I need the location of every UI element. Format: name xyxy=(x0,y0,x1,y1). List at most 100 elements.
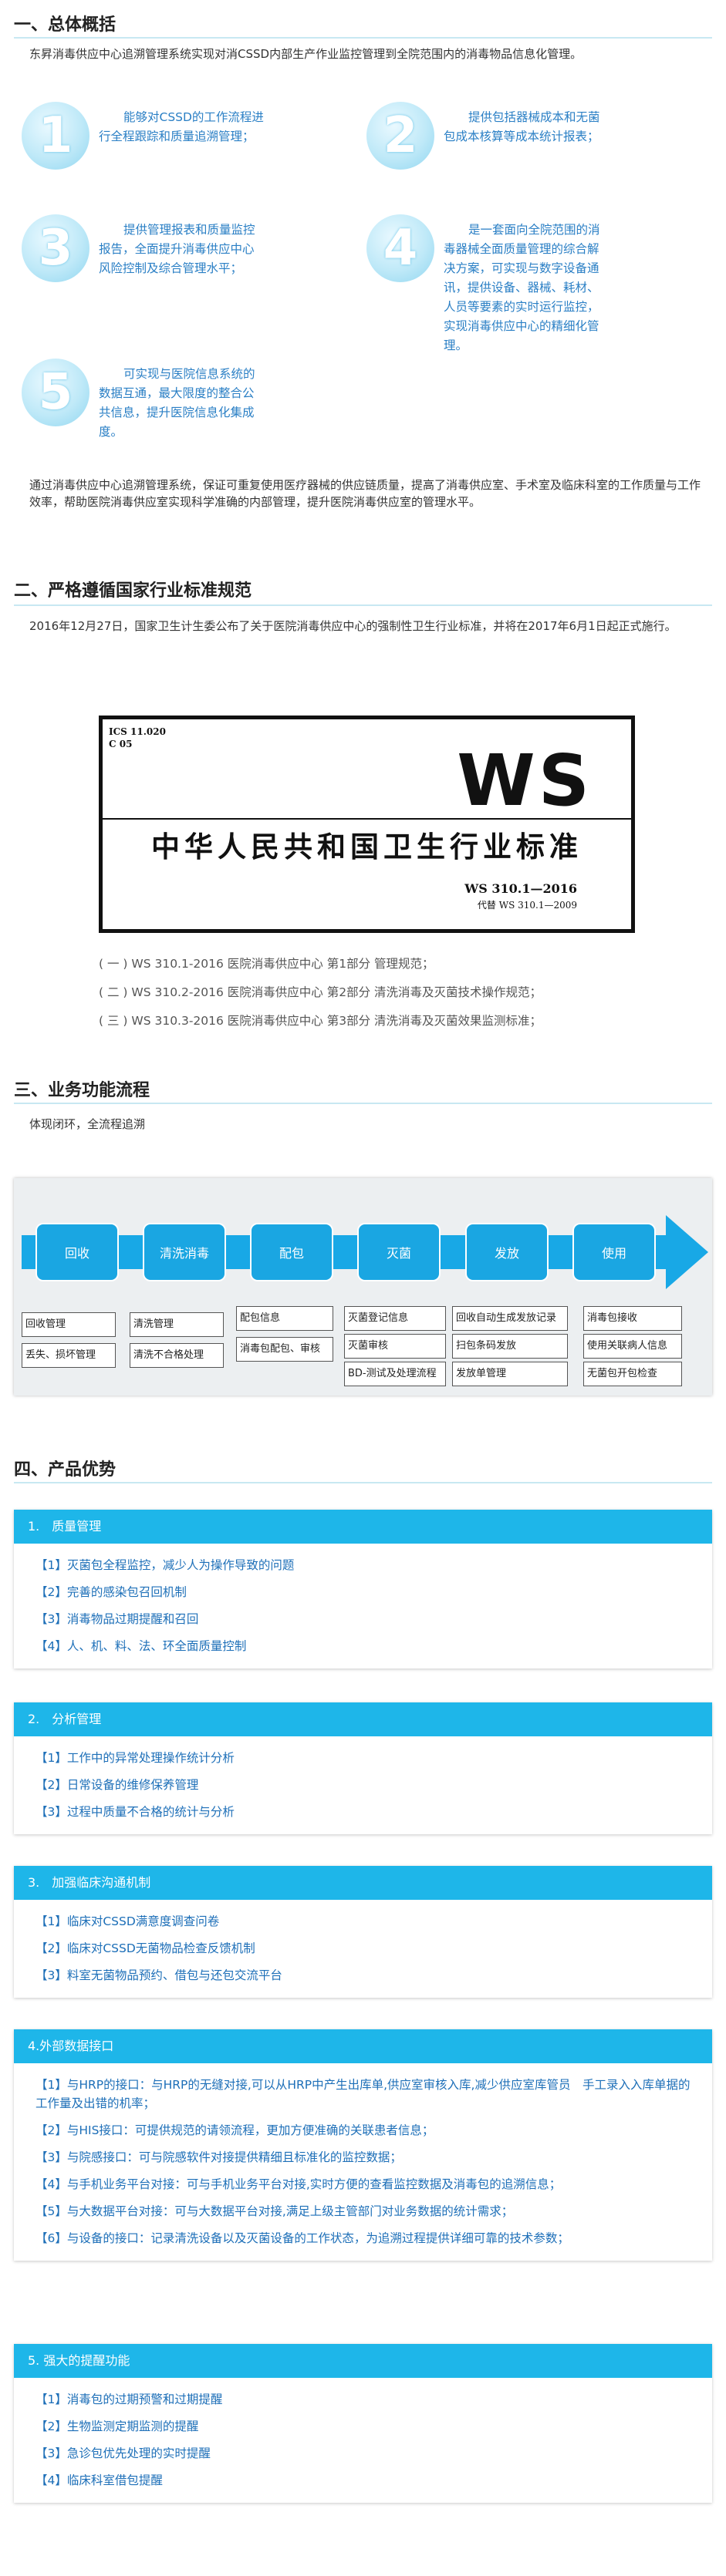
feature-4-text: 是一套面向全院范围的消毒器械全面质量管理的综合解决方案，可实现与数字设备通讯，提… xyxy=(444,223,600,352)
card-body: 【1】临床对CSSD满意度调查问卷 【2】临床对CSSD无菌物品检查反馈机制 【… xyxy=(14,1900,712,1998)
stage-cleaning: 清洗消毒 xyxy=(143,1223,226,1281)
stage-sterilize: 灭菌 xyxy=(357,1223,441,1281)
card-item: 【6】与设备的接口：记录清洗设备以及灭菌设备的工作状态，为追溯过程提供详细可靠的… xyxy=(35,2231,569,2245)
card-item: 【3】过程中质量不合格的统计与分析 xyxy=(35,1805,235,1819)
stage-use-subs: 消毒包接收 使用关联病人信息 无菌包开包检查 xyxy=(583,1306,682,1389)
advantage-card-quality: 1. 质量管理 【1】灭菌包全程监控，减少人为操作导致的问题 【2】完善的感染包… xyxy=(14,1510,712,1669)
ws-standard-cover-image: ICS 11.020 C 05 WS 中华人民共和国卫生行业标准 WS 310.1… xyxy=(99,716,635,933)
section3-title: 三、业务功能流程 xyxy=(14,1081,150,1100)
sub-step: 丢失、损坏管理 xyxy=(22,1343,116,1368)
advantage-card-analysis: 2. 分析管理 【1】工作中的异常处理操作统计分析 【2】日常设备的维修保养管理… xyxy=(14,1702,712,1834)
section1-title: 一、总体概括 xyxy=(14,15,116,35)
card-item: 【4】临床科室借包提醒 xyxy=(35,2473,163,2487)
ws-logo: WS xyxy=(457,739,593,822)
stage-packing: 配包 xyxy=(250,1223,333,1281)
sub-step: 消毒包接收 xyxy=(583,1306,682,1331)
feature-2: 2 提供包括器械成本和无菌包成本核算等成本统计报表； xyxy=(366,102,691,210)
card-item: 【2】日常设备的维修保养管理 xyxy=(35,1778,199,1792)
section1-summary: 通过消毒供应中心追溯管理系统，保证可重复使用医疗器械的供应链质量，提高了消毒供应… xyxy=(29,478,701,509)
section2-lead: 2016年12月27日，国家卫生计生委公布了关于医院消毒供应中心的强制性卫生行业… xyxy=(29,619,677,633)
feature-4: 4 是一套面向全院范围的消毒器械全面质量管理的综合解决方案，可实现与数字设备通讯… xyxy=(366,214,691,353)
card-item: 【5】与大数据平台对接：可与大数据平台对接,满足上级主管部门对业务数据的统计需求… xyxy=(35,2204,514,2218)
section3-lead: 体现闭环，全流程追溯 xyxy=(29,1117,146,1131)
section2-title: 二、严格遵循国家行业标准规范 xyxy=(14,581,252,601)
cover-rule xyxy=(103,818,631,820)
feature-5: 5 可实现与医院信息系统的数据互通，最大限度的整合公共信息，提升医院信息化集成度… xyxy=(22,359,346,466)
ics-number: ICS 11.020 xyxy=(109,726,166,737)
sub-step: 配包信息 xyxy=(236,1306,333,1331)
sub-step: 无菌包开包检查 xyxy=(583,1362,682,1386)
card-item: 【2】与HIS接口：可提供规范的请领流程，更加方便准确的关联患者信息； xyxy=(35,2123,434,2137)
standard-list-item: ( 二 ) WS 310.2-2016 医院消毒供应中心 第2部分 清洗消毒及灭… xyxy=(99,985,542,999)
card-item: 【1】工作中的异常处理操作统计分析 xyxy=(35,1751,235,1765)
card-item: 【4】人、机、料、法、环全面质量控制 xyxy=(35,1639,247,1653)
feature-3-text: 提供管理报表和质量监控报告，全面提升消毒供应中心风险控制及综合管理水平； xyxy=(99,223,255,275)
stage-distribute-subs: 回收自动生成发放记录 扫包条码发放 发放单管理 xyxy=(452,1306,568,1389)
c-number: C 05 xyxy=(109,739,133,749)
sub-step: 灭菌登记信息 xyxy=(344,1306,446,1331)
card-item: 【1】消毒包的过期预警和过期提醒 xyxy=(35,2392,223,2406)
section4-title: 四、产品优势 xyxy=(14,1460,116,1480)
advantage-card-interfaces: 4.外部数据接口 【1】与HRP的接口：与HRP的无缝对接,可以从HRP中产生出… xyxy=(14,2029,712,2261)
sub-step: 清洗不合格处理 xyxy=(130,1343,224,1368)
card-header: 2. 分析管理 xyxy=(14,1702,712,1736)
sub-step: 发放单管理 xyxy=(452,1362,568,1386)
advantage-card-reminders: 5. 强大的提醒功能 【1】消毒包的过期预警和过期提醒 【2】生物监测定期监测的… xyxy=(14,2344,712,2503)
card-item: 【1】灭菌包全程监控，减少人为操作导致的问题 xyxy=(35,1558,295,1572)
stage-recycle-subs: 回收管理 丢失、损坏管理 xyxy=(22,1312,116,1374)
card-item: 【3】消毒物品过期提醒和召回 xyxy=(35,1612,199,1626)
number-1-badge: 1 xyxy=(22,102,89,170)
card-body: 【1】灭菌包全程监控，减少人为操作导致的问题 【2】完善的感染包召回机制 【3】… xyxy=(14,1544,712,1669)
card-item: 【2】生物监测定期监测的提醒 xyxy=(35,2419,199,2433)
stage-sterilize-subs: 灭菌登记信息 灭菌审核 BD-测试及处理流程 xyxy=(344,1306,446,1389)
section4-divider xyxy=(14,1482,712,1483)
standard-replaces: 代替 WS 310.1—2009 xyxy=(477,900,577,911)
standard-code: WS 310.1—2016 xyxy=(464,881,577,896)
stage-recycle: 回收 xyxy=(35,1223,119,1281)
sub-step: 回收管理 xyxy=(22,1312,116,1337)
stage-cleaning-subs: 清洗管理 清洗不合格处理 xyxy=(130,1312,224,1374)
number-3-badge: 3 xyxy=(22,214,89,282)
card-header: 4.外部数据接口 xyxy=(14,2029,712,2063)
process-flow-diagram: 回收 清洗消毒 配包 灭菌 发放 使用 回收管理 丢失、损坏管理 清洗管理 清洗… xyxy=(14,1178,712,1396)
card-header: 3. 加强临床沟通机制 xyxy=(14,1866,712,1900)
sub-step: 使用关联病人信息 xyxy=(583,1334,682,1359)
ics-code: ICS 11.020 C 05 xyxy=(109,726,166,750)
sub-step: 灭菌审核 xyxy=(344,1334,446,1359)
stage-packing-subs: 配包信息 消毒包配包、审核 xyxy=(236,1306,333,1368)
card-item: 【3】急诊包优先处理的实时提醒 xyxy=(35,2446,211,2460)
sub-step: 回收自动生成发放记录 xyxy=(452,1306,568,1331)
card-header: 5. 强大的提醒功能 xyxy=(14,2344,712,2378)
flow-band xyxy=(22,1235,668,1269)
standard-list-item: ( 一 ) WS 310.1-2016 医院消毒供应中心 第1部分 管理规范； xyxy=(99,957,434,971)
section3-divider xyxy=(14,1103,712,1104)
stage-distribute: 发放 xyxy=(465,1223,549,1281)
card-item: 【1】临床对CSSD满意度调查问卷 xyxy=(35,1914,220,1928)
stage-use: 使用 xyxy=(572,1223,656,1281)
sub-step: 扫包条码发放 xyxy=(452,1334,568,1359)
standard-list-item: ( 三 ) WS 310.3-2016 医院消毒供应中心 第3部分 清洗消毒及灭… xyxy=(99,1014,542,1028)
card-item: 【3】与院感接口：可与院感软件对接提供精细且标准化的监控数据； xyxy=(35,2150,402,2164)
card-item: 【2】完善的感染包召回机制 xyxy=(35,1585,187,1599)
card-body: 【1】工作中的异常处理操作统计分析 【2】日常设备的维修保养管理 【3】过程中质… xyxy=(14,1736,712,1834)
sub-step: 清洗管理 xyxy=(130,1312,224,1337)
number-2-badge: 2 xyxy=(366,102,434,170)
card-header: 1. 质量管理 xyxy=(14,1510,712,1544)
card-item: 【2】临床对CSSD无菌物品检查反馈机制 xyxy=(35,1941,255,1955)
feature-2-text: 提供包括器械成本和无菌包成本核算等成本统计报表； xyxy=(444,110,600,143)
section1-lead: 东昇消毒供应中心追溯管理系统实现对消CSSD内部生产作业监控管理到全院范围内的消… xyxy=(29,47,582,61)
feature-5-text: 可实现与医院信息系统的数据互通，最大限度的整合公共信息，提升医院信息化集成度。 xyxy=(99,367,255,439)
flow-arrow-icon xyxy=(666,1215,708,1289)
section2-divider xyxy=(14,604,712,606)
feature-1-text: 能够对CSSD的工作流程进行全程跟踪和质量追溯管理； xyxy=(99,110,264,143)
number-4-badge: 4 xyxy=(366,214,434,282)
sub-step: 消毒包配包、审核 xyxy=(236,1337,333,1362)
card-item: 【1】与HRP的接口：与HRP的无缝对接,可以从HRP中产生出库单,供应室审核入… xyxy=(35,2078,691,2110)
card-item: 【4】与手机业务平台对接：可与手机业务平台对接,实时方便的查看监控数据及消毒包的… xyxy=(35,2177,562,2191)
section1-divider xyxy=(14,37,712,39)
card-body: 【1】消毒包的过期预警和过期提醒 【2】生物监测定期监测的提醒 【3】急诊包优先… xyxy=(14,2378,712,2503)
card-item: 【3】料室无菌物品预约、借包与还包交流平台 xyxy=(35,1968,282,1982)
standard-title: 中华人民共和国卫生行业标准 xyxy=(151,830,582,864)
sub-step: BD-测试及处理流程 xyxy=(344,1362,446,1386)
card-body: 【1】与HRP的接口：与HRP的无缝对接,可以从HRP中产生出库单,供应室审核入… xyxy=(14,2063,712,2261)
